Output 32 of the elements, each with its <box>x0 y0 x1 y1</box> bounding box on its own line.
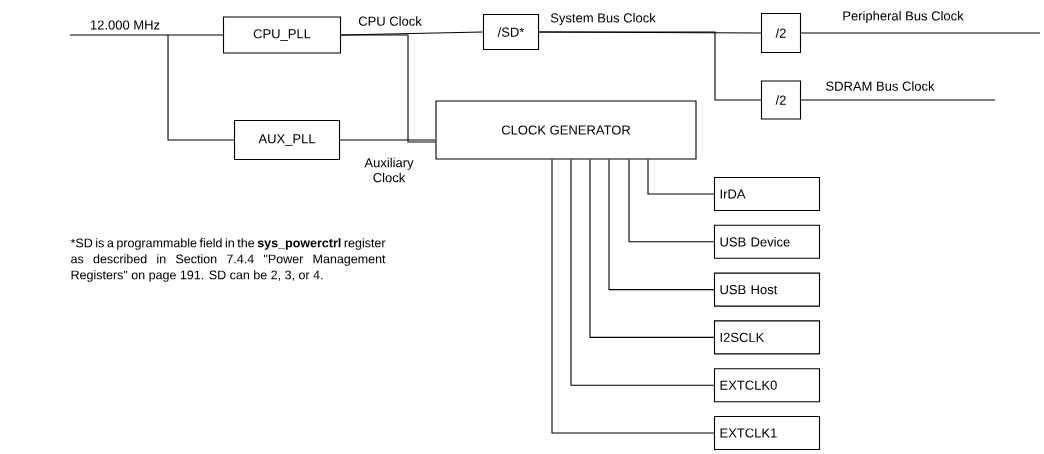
edge-label: Peripheral Bus Clock <box>841 9 965 25</box>
clock-block: AUX_PLL <box>233 119 341 161</box>
clock-block: /2 <box>760 80 802 120</box>
signal-line <box>800 32 1041 34</box>
signal-line <box>167 34 235 141</box>
edge-label: CPU Clock <box>357 15 423 27</box>
signal-line <box>800 99 996 101</box>
signal-line <box>538 31 762 101</box>
clock-block: /2 <box>760 12 802 54</box>
edge-label: System Bus Clock <box>549 11 657 27</box>
edge-label: Auxiliary Clock <box>358 156 420 184</box>
signal-line <box>69 34 224 36</box>
signal-line <box>551 159 715 434</box>
peripheral-box: EXTCLK0 <box>713 368 821 403</box>
peripheral-box: USB Host <box>713 272 821 307</box>
edge-label: SDRAM Bus Clock <box>824 80 936 92</box>
edge-label: 12.000 MHz <box>88 19 162 31</box>
peripheral-box: USB Device <box>713 224 821 259</box>
signal-line <box>570 159 715 386</box>
clock-block: CLOCK GENERATOR <box>435 100 697 160</box>
peripheral-box: I2SCLK <box>713 320 821 355</box>
signal-line <box>608 159 715 291</box>
signal-line <box>647 159 715 195</box>
signal-line <box>628 159 715 243</box>
peripheral-box: IrDA <box>713 176 821 212</box>
clock-block: /SD* <box>482 13 540 51</box>
signal-line <box>340 34 436 143</box>
signal-line <box>339 139 436 141</box>
clock-block: CPU_PLL <box>222 16 342 54</box>
peripheral-box: EXTCLK1 <box>713 415 821 451</box>
footnote-text: *SD is a programmable field in the sys_powerctrl register as described in Section 7.4.4 "Power Management Registers" on page 191. SD can be 2, 3, or 4. <box>70 238 386 282</box>
signal-line <box>589 159 715 338</box>
